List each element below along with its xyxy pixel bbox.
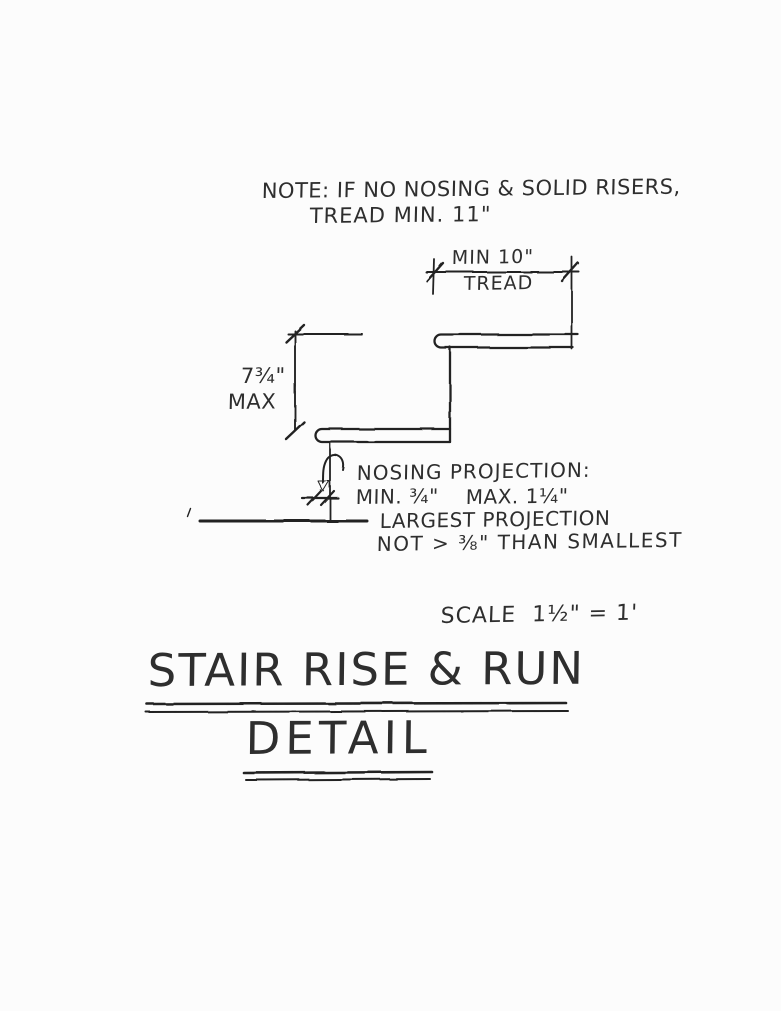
nosing-note2: NOT > ⅜" THAN SMALLEST bbox=[376, 527, 684, 557]
tread-dim-tick-right bbox=[560, 261, 580, 283]
tread-dim-sublabel: TREAD bbox=[463, 272, 534, 296]
nosing-dim-tick-2 bbox=[319, 489, 336, 507]
stray-tick-mark bbox=[186, 507, 191, 517]
riser-dimension bbox=[284, 323, 363, 441]
nosing-projection-dimension bbox=[300, 489, 340, 507]
upper-tread-profile bbox=[433, 333, 580, 349]
title2-underline-a bbox=[242, 770, 434, 775]
lower-tread-profile bbox=[314, 427, 452, 444]
title1-underline-b bbox=[145, 710, 569, 713]
title-underlines bbox=[145, 701, 569, 781]
tread-dim-label: MIN 10" bbox=[451, 245, 535, 270]
nosing-min-label: MIN. ¾" bbox=[355, 483, 439, 510]
tread-dim-tick-left bbox=[425, 261, 445, 283]
nosing-dim-tick-1 bbox=[306, 489, 323, 507]
drawing-title-line2: DETAIL bbox=[245, 711, 433, 766]
riser-dim-tick-bottom bbox=[284, 420, 306, 441]
nosing-leader-arrow bbox=[317, 454, 345, 492]
nosing-note1: LARGEST PROJECTION bbox=[379, 505, 611, 534]
nosing-heading: NOSING PROJECTION: bbox=[356, 457, 591, 486]
riser-dim-qualifier: MAX bbox=[227, 389, 277, 415]
drawing-title-line1: STAIR RISE & RUN bbox=[147, 641, 586, 698]
leader-arrow-head bbox=[317, 480, 330, 492]
riser-dim-value: 7¾" bbox=[240, 363, 286, 389]
leader-arrow-curve bbox=[322, 454, 345, 484]
nosing-max-label: MAX. 1¼" bbox=[465, 483, 569, 510]
tread-dimension bbox=[425, 256, 580, 350]
title2-underline-b bbox=[245, 778, 431, 781]
riser-dim-tick-top bbox=[284, 323, 306, 344]
note-line2: TREAD MIN. 11" bbox=[309, 202, 492, 229]
scale-label: SCALE 1½" = 1' bbox=[440, 600, 639, 630]
note-line1: NOTE: IF NO NOSING & SOLID RISERS, bbox=[261, 174, 682, 204]
tread-dim-ext-left bbox=[432, 258, 435, 295]
title1-underline-a bbox=[145, 701, 568, 706]
